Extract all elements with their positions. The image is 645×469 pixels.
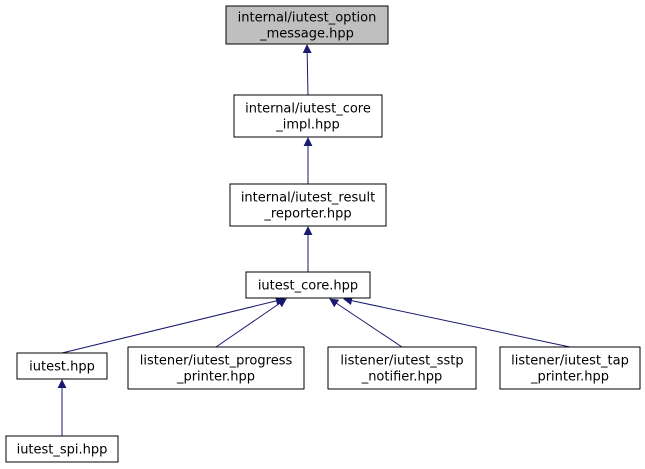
node-label-line: internal/iutest_core xyxy=(245,102,371,117)
node-box xyxy=(5,435,119,463)
edges-layer xyxy=(57,44,571,436)
node-progress-printer[interactable]: listener/iutest_progress_printer.hpp xyxy=(127,346,305,390)
node-box xyxy=(327,346,477,390)
edge-iutest-to-core xyxy=(61,296,285,354)
node-label-line: iutest_core.hpp xyxy=(258,279,358,294)
node-box xyxy=(16,352,108,380)
node-label-line: _reporter.hpp xyxy=(263,207,351,222)
node-box xyxy=(499,346,641,390)
node-label-line: _notifier.hpp xyxy=(361,370,443,385)
node-box xyxy=(233,94,383,138)
node-label-line: _printer.hpp xyxy=(530,370,609,385)
edge-core_impl-to-option_message xyxy=(302,44,312,96)
node-label-line: _message.hpp xyxy=(259,27,354,42)
node-box xyxy=(229,183,387,227)
node-box xyxy=(127,346,305,390)
node-core[interactable]: iutest_core.hpp xyxy=(245,271,371,299)
edge-sstp_notifier-to-core xyxy=(329,298,403,348)
node-sstp-notifier[interactable]: listener/iutest_sstp_notifier.hpp xyxy=(327,346,477,390)
node-label-line: _impl.hpp xyxy=(275,118,340,133)
node-tap-printer[interactable]: listener/iutest_tap_printer.hpp xyxy=(499,346,641,390)
node-spi[interactable]: iutest_spi.hpp xyxy=(5,435,119,463)
node-label-line: listener/iutest_tap xyxy=(511,354,629,369)
node-label-line: listener/iutest_sstp xyxy=(340,354,463,369)
node-label-line: iutest_spi.hpp xyxy=(17,443,108,458)
node-result-reporter[interactable]: internal/iutest_result_reporter.hpp xyxy=(229,183,387,227)
node-iutest[interactable]: iutest.hpp xyxy=(16,352,108,380)
edge-progress_printer-to-core xyxy=(215,298,287,348)
node-label-line: iutest.hpp xyxy=(29,360,95,375)
node-option-message: internal/iutest_option_message.hpp xyxy=(225,5,389,45)
node-label-line: _printer.hpp xyxy=(176,370,255,385)
node-box xyxy=(245,271,371,299)
node-label-line: listener/iutest_progress xyxy=(140,354,293,369)
edge-tap_printer-to-core xyxy=(343,296,571,348)
node-label-line: internal/iutest_option xyxy=(238,11,377,26)
node-box xyxy=(225,5,389,45)
nodes-layer: internal/iutest_option_message.hppintern… xyxy=(5,5,641,463)
node-label-line: internal/iutest_result xyxy=(241,191,375,206)
node-core-impl[interactable]: internal/iutest_core_impl.hpp xyxy=(233,94,383,138)
